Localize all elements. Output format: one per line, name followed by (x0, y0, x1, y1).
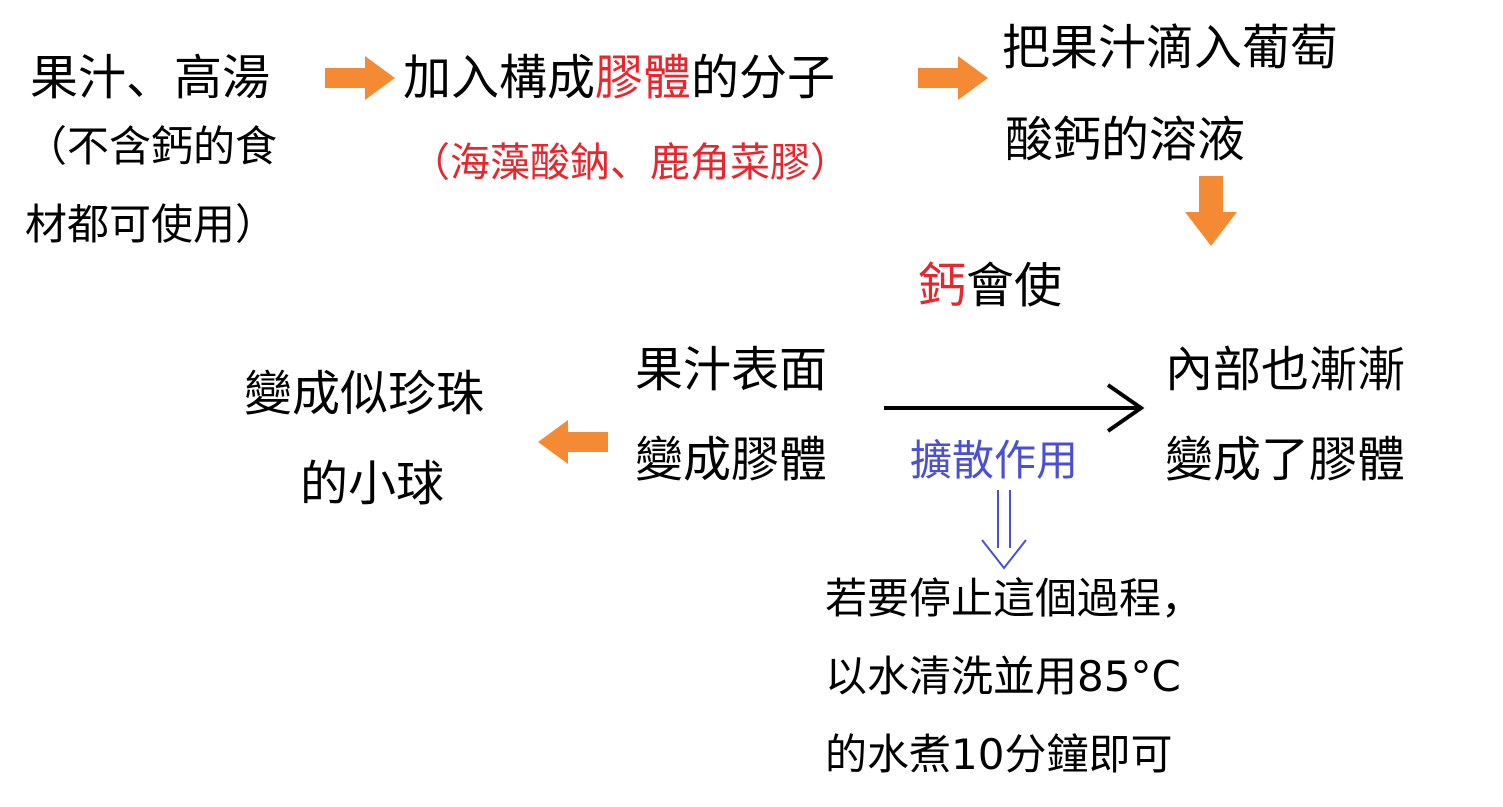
stop-note-line3: 的水煮10分鐘即可 (825, 730, 1173, 779)
diffusion-label: 擴散作用 (910, 436, 1079, 485)
surface-line2: 變成膠體 (635, 432, 828, 488)
gel-examples: （海藻酸鈉、鹿角菜膠） (410, 140, 850, 186)
add-gel-line: 加入構成膠體的分子 (403, 54, 835, 102)
orange-arrow-right-2 (918, 56, 988, 100)
drop-line2: 酸鈣的溶液 (1005, 112, 1246, 168)
orange-arrow-down (1185, 176, 1237, 246)
surface-line1: 果汁表面 (635, 342, 828, 398)
orange-arrow-left (538, 420, 608, 464)
juice-note-line2: 材都可使用） (25, 200, 278, 249)
gel-highlight: 膠體 (595, 50, 692, 106)
orange-arrow-right-1 (325, 56, 395, 100)
calcium-suffix: 會使 (966, 258, 1063, 314)
inside-line2: 變成了膠體 (1165, 432, 1406, 488)
double-down-arrow (981, 490, 1027, 570)
calcium-line: 鈣會使 (918, 262, 1062, 310)
diffusion-arrow (884, 383, 1145, 433)
stop-note-line1: 若要停止這個過程， (825, 574, 1204, 623)
pearl-line1: 變成似珍珠 (244, 366, 485, 422)
stop-note-line2: 以水清洗並用85°C (825, 652, 1181, 701)
add-gel-suffix: 的分子 (691, 50, 836, 106)
juice-note-line1: （不含鈣的食 (25, 122, 278, 171)
add-gel-prefix: 加入構成 (403, 50, 596, 106)
inside-line1: 內部也漸漸 (1165, 342, 1406, 398)
calcium-highlight: 鈣 (918, 258, 967, 314)
drop-line1: 把果汁滴入葡萄 (1002, 20, 1339, 76)
juice-title: 果汁、高湯 (30, 50, 271, 106)
pearl-line2: 的小球 (300, 456, 445, 512)
